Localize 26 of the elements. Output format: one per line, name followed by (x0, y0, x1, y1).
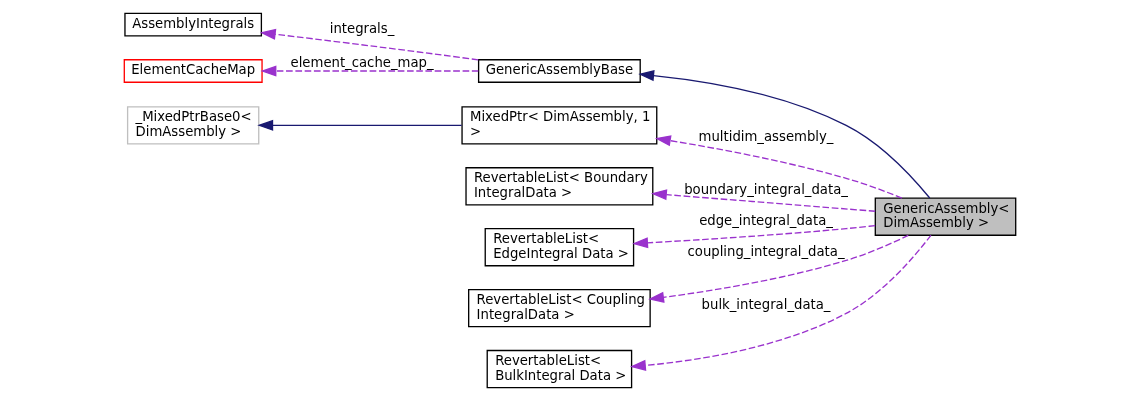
node-box: RevertableList< BulkIntegral Data > (486, 349, 632, 389)
edge-label: boundary_integral_data_ (683, 182, 848, 198)
node-box: RevertableList< Coupling IntegralData > (467, 288, 651, 328)
arrow (256, 119, 462, 131)
arrow (259, 28, 479, 61)
node-box: GenericAssemblyBase (477, 59, 641, 83)
edge-label: integrals_ (329, 20, 394, 36)
edge-label: bulk_integral_data_ (701, 297, 830, 313)
arrow (654, 135, 902, 199)
arrow (631, 224, 876, 249)
arrow (637, 70, 930, 199)
arrow (650, 189, 876, 212)
node-box: AssemblyIntegrals (123, 12, 262, 37)
node-box: RevertableList< EdgeIntegral Data > (484, 228, 634, 267)
arrow (647, 234, 909, 303)
arrow (260, 65, 479, 77)
edge-label: multidim_assembly_ (698, 129, 833, 145)
arrow (629, 234, 932, 371)
edge-label: coupling_integral_data_ (687, 244, 845, 260)
edge-label: edge_integral_data_ (698, 212, 833, 228)
node-box: ElementCacheMap (123, 59, 263, 83)
node-box: _MixedPtrBase0< DimAssembly > (126, 106, 259, 145)
node-box: MixedPtr< DimAssembly, 1 > (460, 106, 657, 145)
node-box: GenericAssembly< DimAssembly > (874, 197, 1016, 236)
edge-label: element_cache_map_ (290, 55, 434, 71)
node-box: RevertableList< Boundary IntegralData > (464, 167, 653, 206)
